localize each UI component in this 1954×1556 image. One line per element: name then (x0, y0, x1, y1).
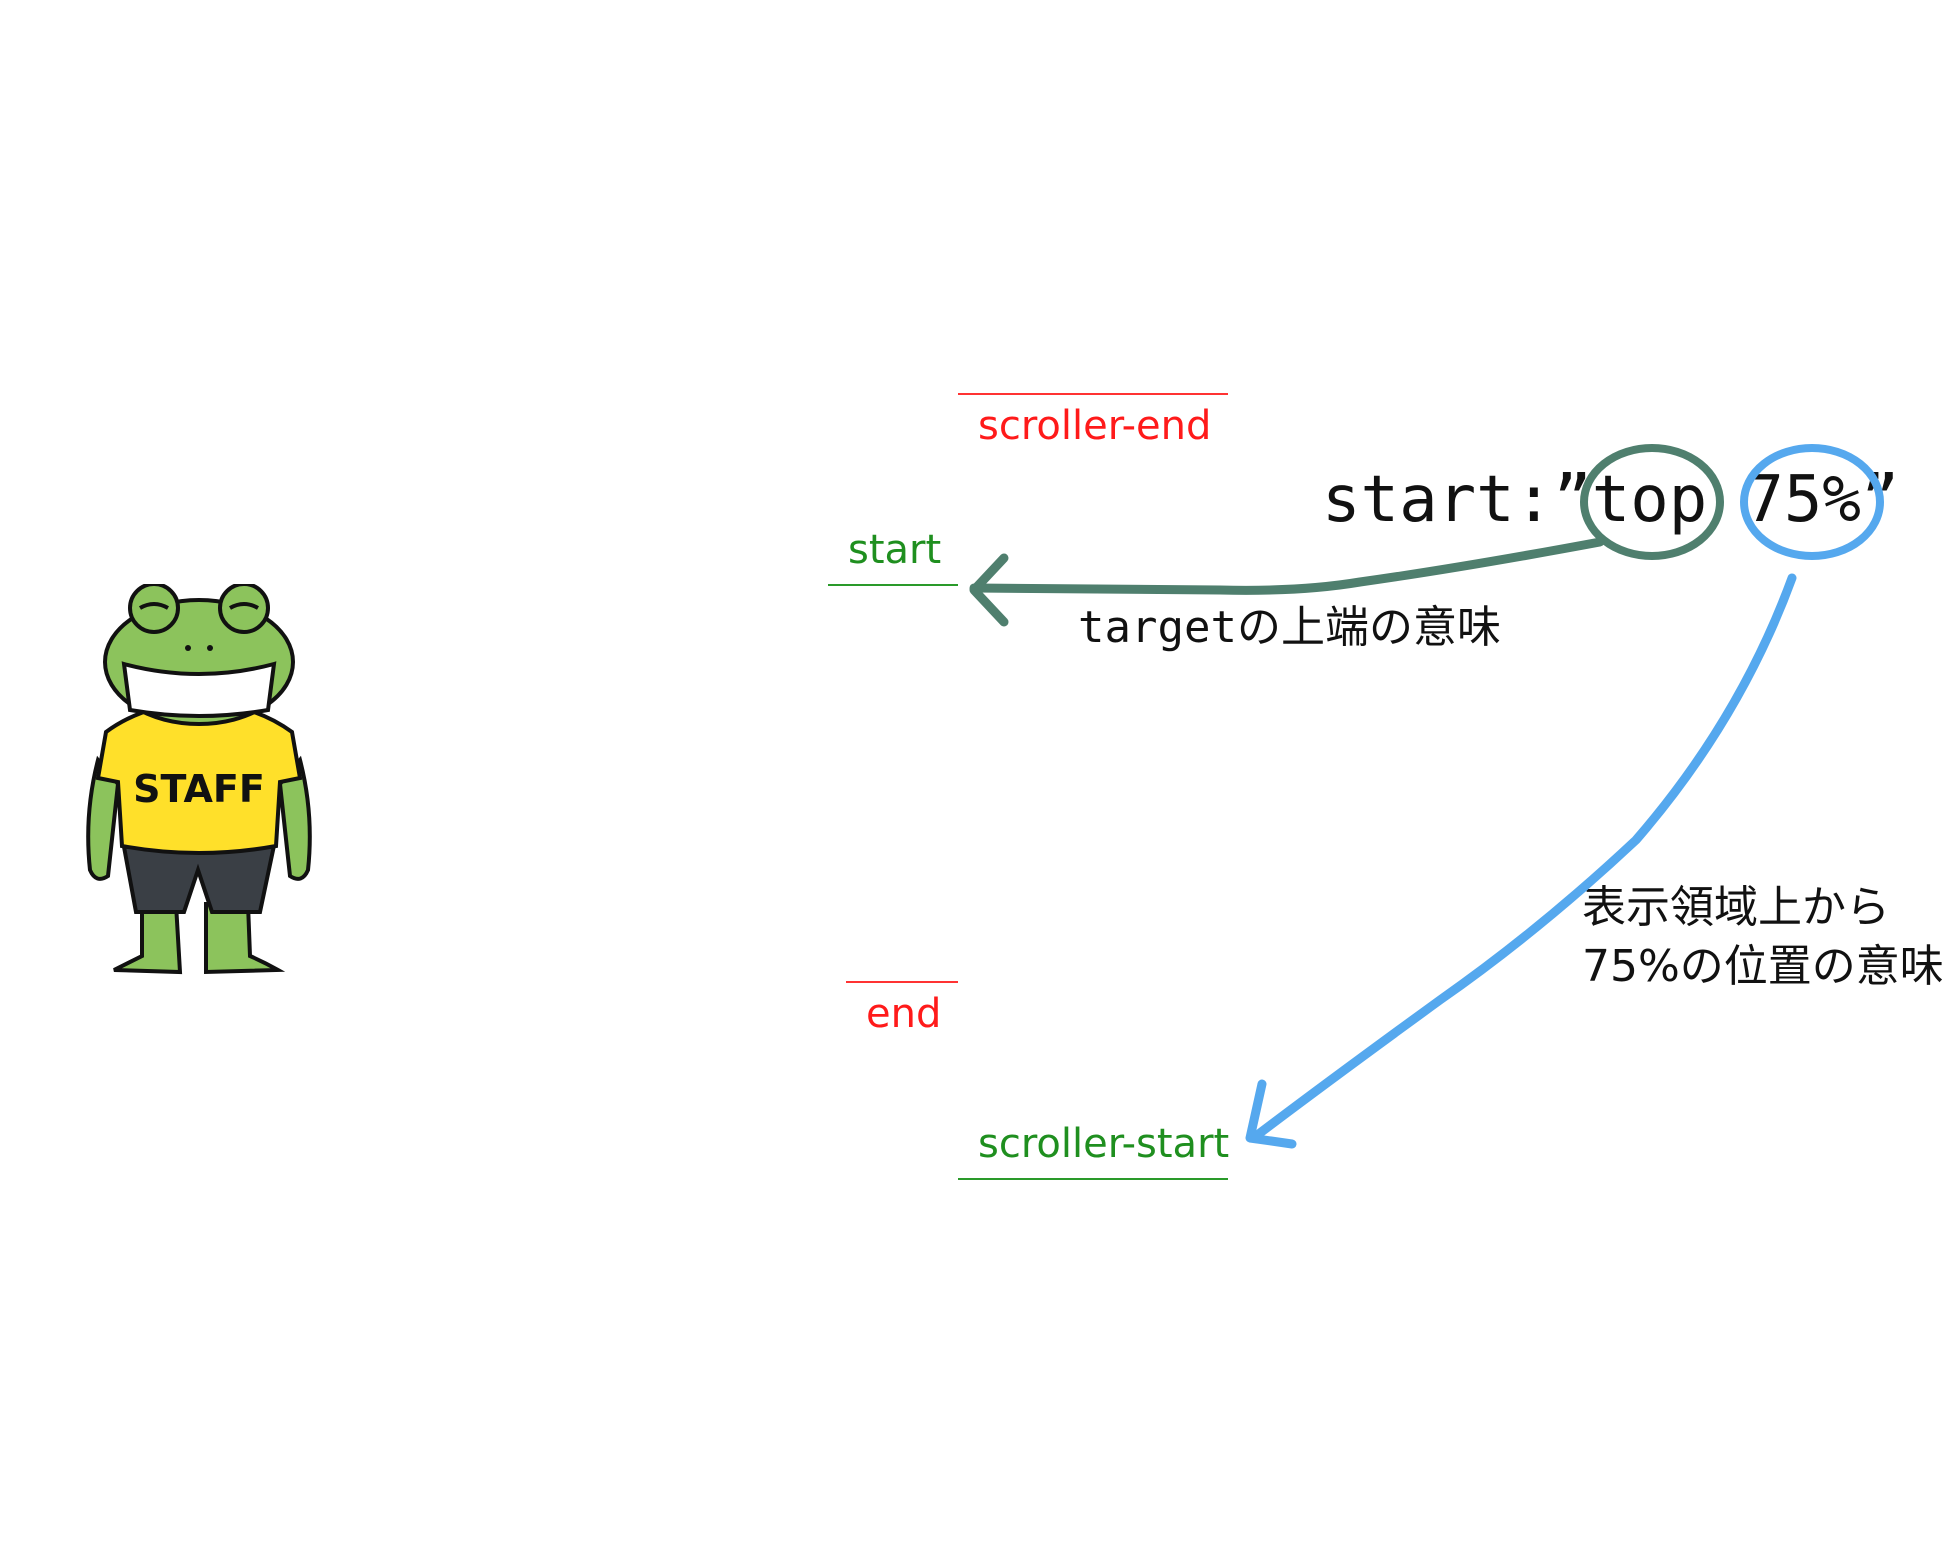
start-line (828, 584, 958, 586)
shirt-text: STAFF (133, 767, 265, 811)
code-prefix: start:” (1322, 463, 1592, 537)
scroller-end-line (958, 393, 1228, 395)
note-viewport: 表示領域上から 75%の位置の意味 (1582, 878, 1944, 997)
end-line (846, 981, 958, 983)
end-label: end (866, 991, 942, 1037)
scroller-start-label: scroller-start (978, 1121, 1230, 1167)
code-pct: 75% (1745, 463, 1861, 537)
note-target-rest: の上端の意味 (1236, 602, 1501, 653)
code-start-value: start:”top 75%” (1322, 468, 1899, 532)
code-top: top (1591, 463, 1708, 537)
scroller-start-line (958, 1178, 1228, 1180)
scroller-end-label: scroller-end (978, 403, 1212, 449)
code-suffix: ” (1860, 463, 1900, 537)
note-target-top: targetの上端の意味 (1078, 598, 1501, 657)
start-label: start (848, 527, 942, 573)
note-viewport-line2: 75%の位置の意味 (1582, 941, 1944, 993)
note-target-word: target (1078, 602, 1237, 653)
note-viewport-line1: 表示領域上から (1582, 882, 1890, 933)
arrow-down-left-icon (1245, 573, 1797, 1149)
frog-staff-mascot-icon: STAFF (86, 584, 312, 975)
